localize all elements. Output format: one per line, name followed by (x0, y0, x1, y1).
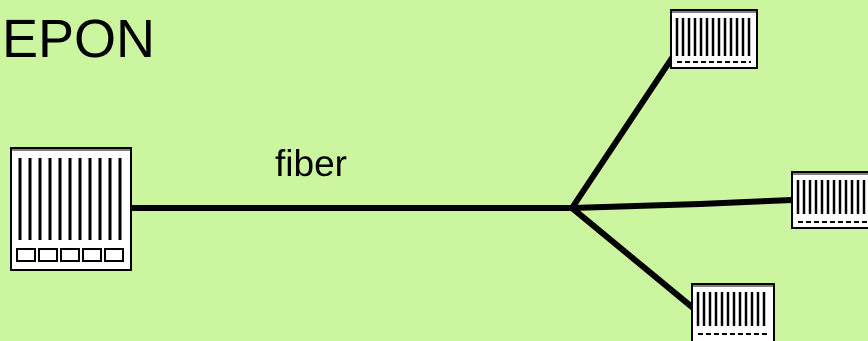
branch-line-right (569, 197, 795, 211)
fiber-label: fiber (275, 143, 347, 184)
olt-chassis-icon (10, 147, 132, 271)
onu-right-icon (791, 171, 868, 229)
diagram-title: EPON (2, 9, 156, 69)
onu-bottom-icon (691, 283, 775, 341)
branch-line-bottom (569, 205, 701, 315)
onu-top-icon (670, 9, 758, 69)
fiber-links (127, 49, 795, 315)
branch-line-top (569, 49, 679, 211)
